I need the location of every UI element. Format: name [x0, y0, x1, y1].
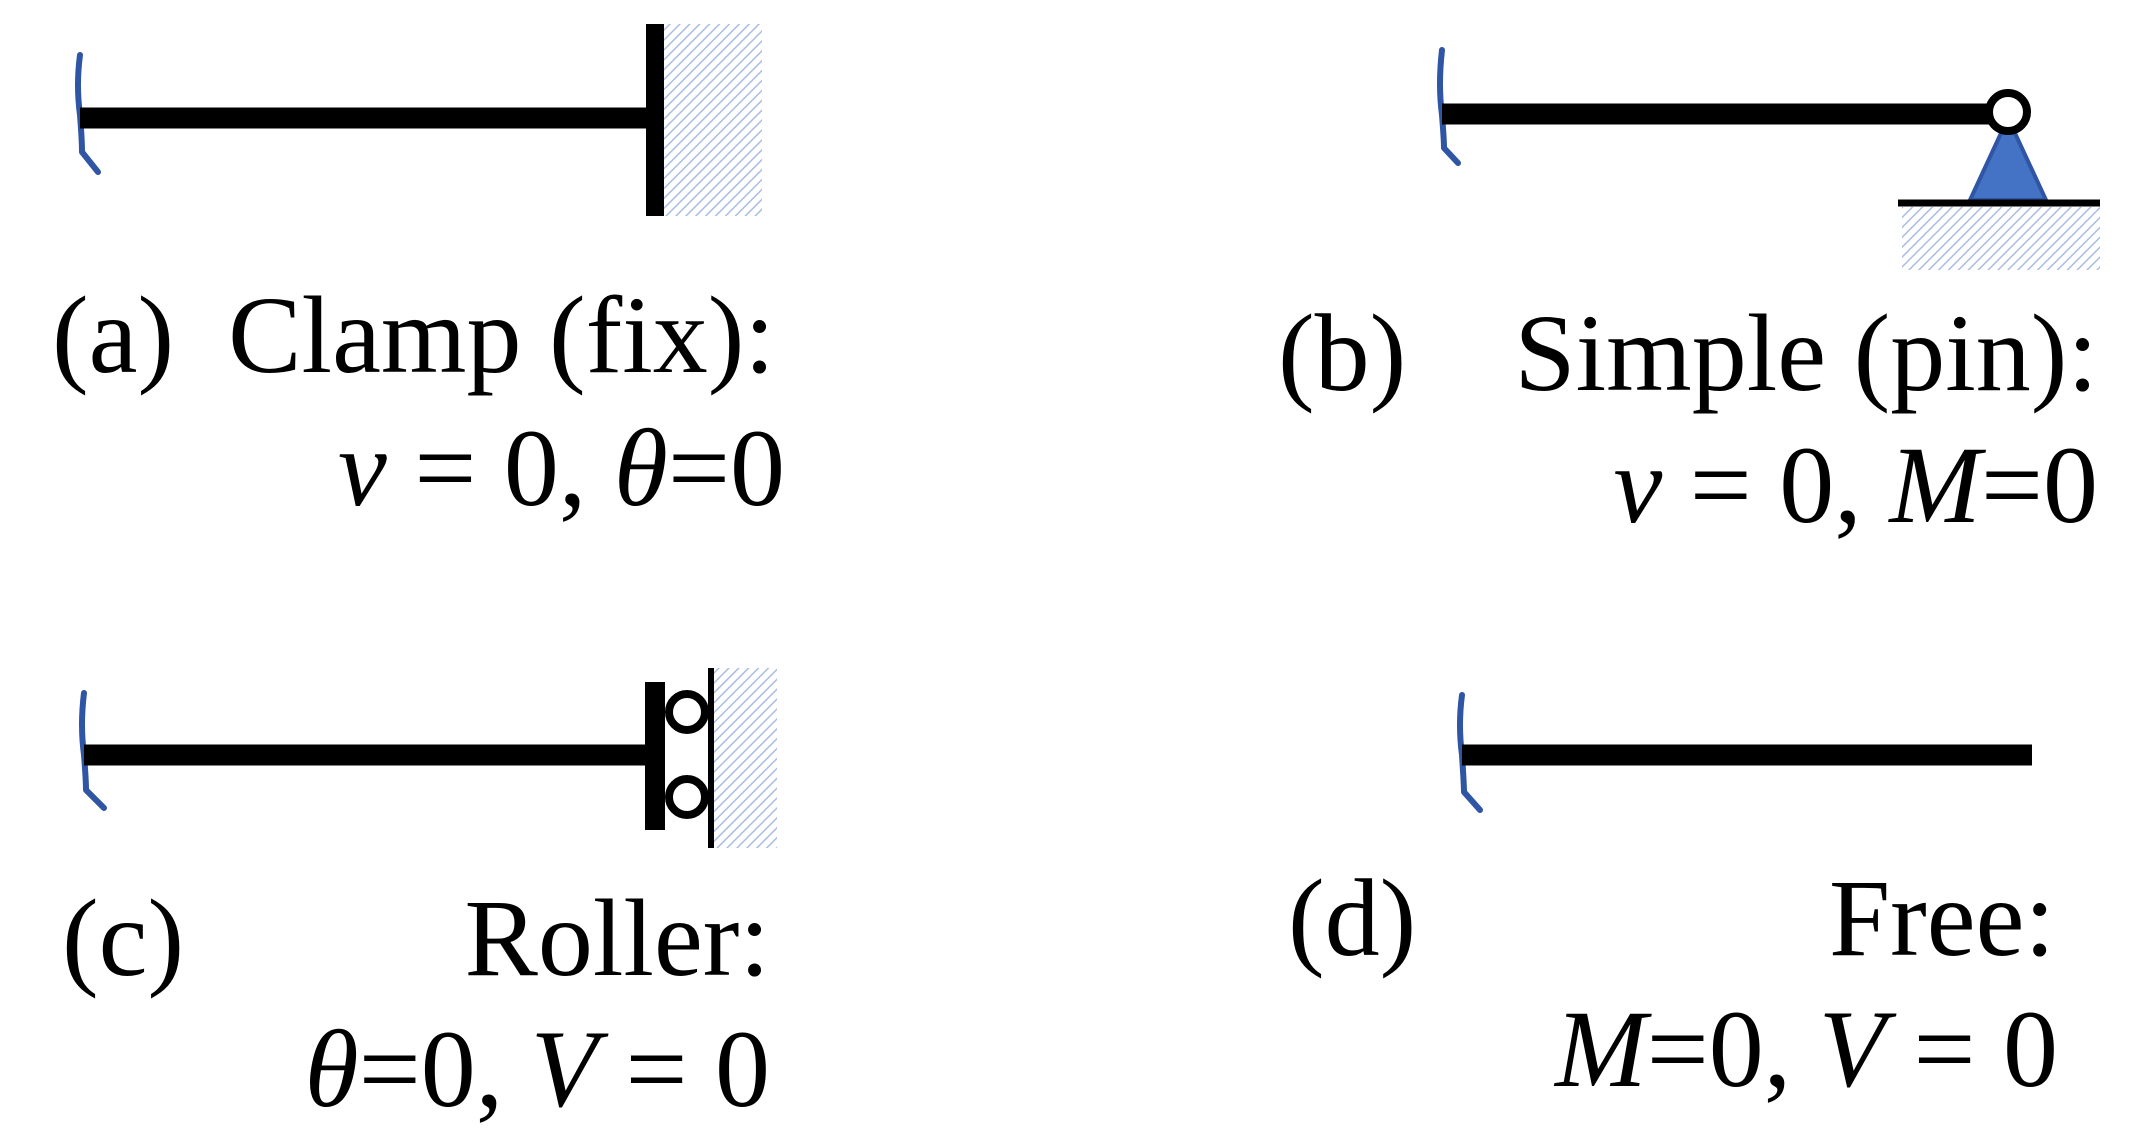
boundary-conditions: v = 0, θ=0 [338, 407, 785, 529]
panel-d: (d) Free: M=0, V = 0 [1288, 692, 2058, 1110]
panel-letter: (b) [1278, 292, 1406, 414]
roller-wheel-top [665, 690, 709, 734]
panel-letter: (d) [1288, 857, 1416, 979]
ground-hatch [1902, 207, 2100, 270]
panel-b: (b) Simple (pin): v = 0, M=0 [1278, 47, 2100, 546]
panel-a: (a) Clamp (fix): v = 0, θ=0 [52, 24, 785, 529]
boundary-conditions: v = 0, M=0 [1613, 424, 2098, 546]
wall-hatch [660, 24, 762, 216]
support-name: Roller: [464, 877, 770, 999]
panel-c: (c) Roller: θ=0, V = 0 [62, 668, 777, 1130]
support-name: Simple (pin): [1514, 292, 2098, 414]
boundary-conditions: M=0, V = 0 [1553, 988, 2058, 1110]
roller-wheel-bottom [665, 775, 709, 819]
panel-letter: (a) [52, 274, 174, 396]
panel-letter: (c) [62, 877, 184, 999]
pin-joint [1985, 89, 2031, 135]
wall-hatch [714, 668, 777, 848]
support-name: Free: [1829, 857, 2055, 979]
support-name: Clamp (fix): [228, 274, 775, 396]
boundary-conditions: θ=0, V = 0 [305, 1008, 770, 1130]
